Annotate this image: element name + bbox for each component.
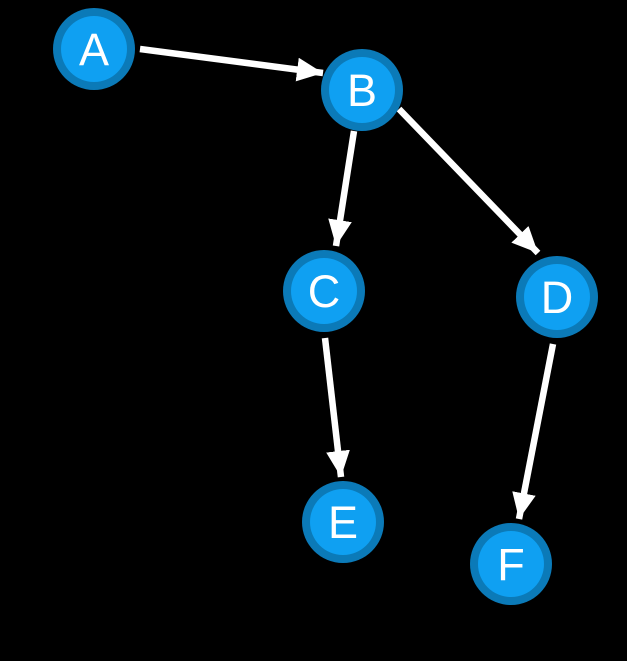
- node-E[interactable]: E: [302, 481, 384, 563]
- node-label: D: [541, 272, 574, 323]
- node-label: B: [347, 65, 377, 116]
- node-body: [524, 264, 590, 330]
- edge-C-E: [321, 337, 350, 478]
- node-A[interactable]: A: [53, 8, 135, 90]
- node-label: F: [497, 539, 525, 590]
- node-label: A: [79, 24, 109, 75]
- node-body: [310, 489, 376, 555]
- node-body: [478, 531, 544, 597]
- node-label: E: [328, 497, 358, 548]
- node-D[interactable]: D: [516, 256, 598, 338]
- edge-A-B: [139, 45, 324, 82]
- node-body: [329, 57, 395, 123]
- node-body: [61, 16, 127, 82]
- node-body: [291, 258, 357, 324]
- node-F[interactable]: F: [470, 523, 552, 605]
- node-label: C: [308, 266, 341, 317]
- node-B[interactable]: B: [321, 49, 403, 131]
- edge-B-C: [328, 130, 358, 247]
- node-C[interactable]: C: [283, 250, 365, 332]
- edge-B-D: [396, 106, 541, 256]
- edge-D-F: [512, 343, 557, 520]
